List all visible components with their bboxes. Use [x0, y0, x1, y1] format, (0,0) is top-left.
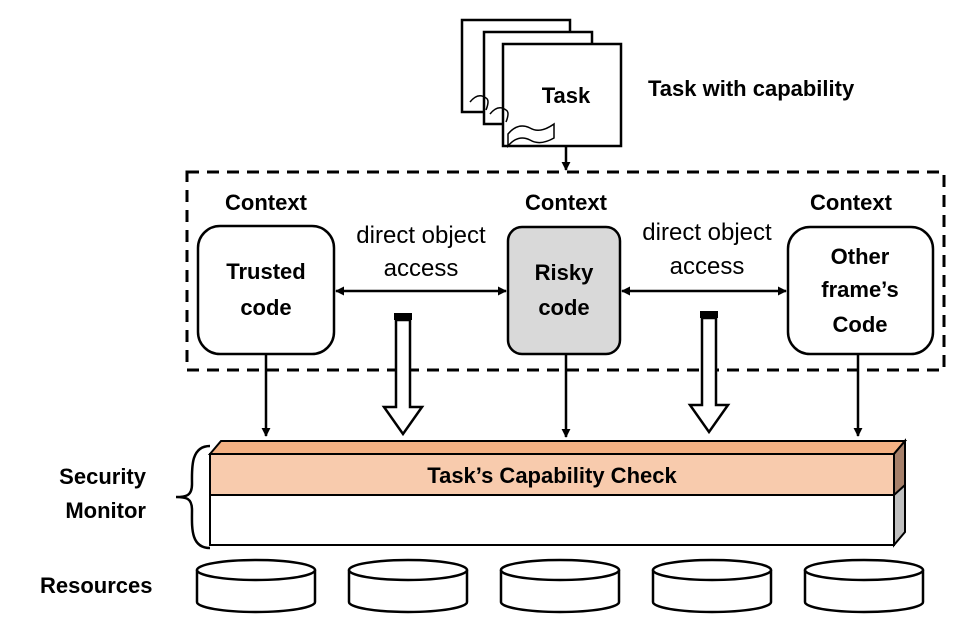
context-header-other: Context — [810, 190, 893, 215]
task-document-stack: Task — [460, 18, 623, 149]
monitor-brace — [175, 444, 211, 550]
risky-code-box — [506, 225, 622, 356]
other-code-line-1: Other — [831, 244, 890, 269]
context-header-risky: Context — [525, 190, 608, 215]
link-2-line-1: direct object — [642, 219, 772, 246]
interception-arrow-2 — [687, 311, 731, 435]
other-code-line-2: frame’s — [821, 277, 898, 302]
context-header-trusted: Context — [225, 190, 308, 215]
risky-code-line-2: code — [538, 295, 589, 320]
task-label: Task — [542, 83, 591, 108]
other-code-line-3: Code — [833, 312, 888, 337]
monitor-label-line-1: Security — [59, 464, 147, 489]
resource-cylinder — [347, 558, 469, 614]
monitor-label-line-2: Monitor — [65, 498, 146, 523]
risky-code-line-1: Risky — [535, 260, 594, 285]
context-region — [185, 170, 946, 372]
resources-label: Resources — [40, 573, 153, 598]
trusted-code-line-2: code — [240, 295, 291, 320]
link-1-line-1: direct object — [356, 222, 486, 249]
trusted-code-line-1: Trusted — [226, 259, 305, 284]
interception-arrow-1 — [381, 313, 425, 437]
capability-check-band — [209, 453, 895, 496]
task-caption: Task with capability — [648, 76, 855, 101]
resource-cylinder — [651, 558, 773, 614]
other-frame-code-box — [786, 225, 935, 356]
resource-cylinder — [195, 558, 317, 614]
security-monitor: Task’s Capability Check — [207, 438, 908, 548]
link-1-line-2: access — [384, 255, 459, 282]
resource-cylinder — [803, 558, 925, 614]
link-2-line-2: access — [670, 253, 745, 280]
resource-row — [195, 558, 925, 614]
trusted-code-box — [196, 224, 336, 356]
resource-cylinder — [499, 558, 621, 614]
capability-check-label: Task’s Capability Check — [427, 463, 677, 488]
